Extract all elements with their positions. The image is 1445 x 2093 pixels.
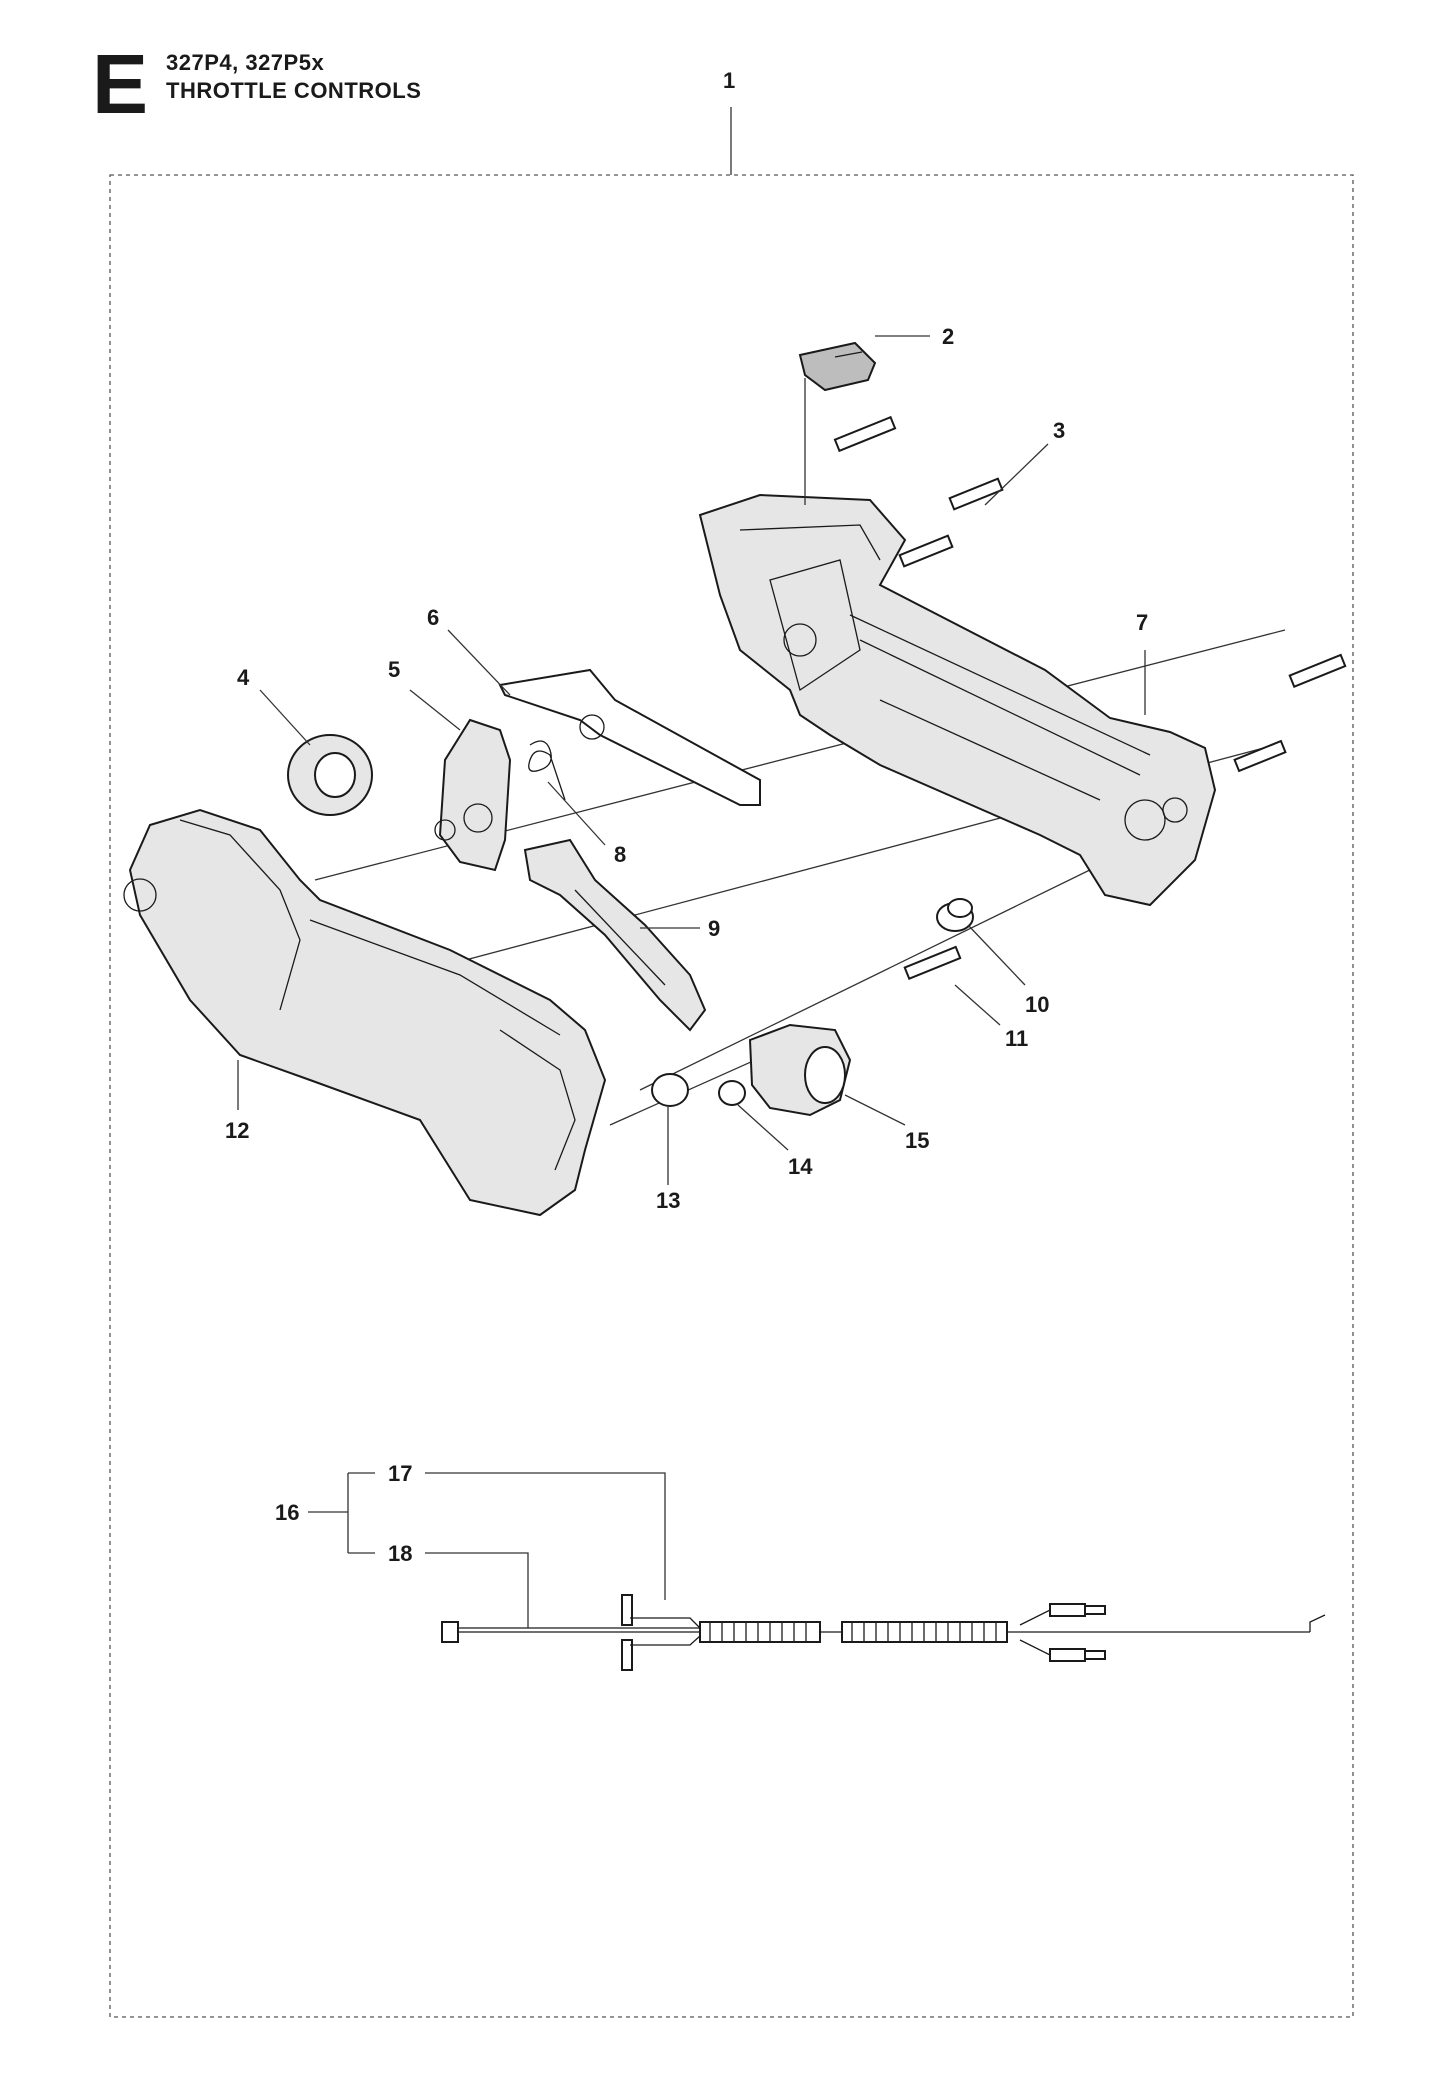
callout-9: 9 — [708, 916, 720, 941]
callout-10: 10 — [1025, 992, 1049, 1017]
callout-12: 12 — [225, 1118, 249, 1143]
callout-7: 7 — [1136, 610, 1148, 635]
nut-part — [651, 1073, 746, 1107]
callout-13: 13 — [656, 1188, 680, 1213]
cable-holder-part — [748, 1023, 852, 1117]
section-letter: E — [92, 37, 149, 131]
cable-coil-left — [699, 1621, 821, 1643]
ring-part — [287, 734, 373, 816]
handle-housing-part — [698, 493, 1217, 907]
callout-17: 17 — [388, 1461, 412, 1486]
callout-15: 15 — [905, 1128, 929, 1153]
callout-1: 1 — [723, 68, 735, 93]
callout-labels: 1 2 3 4 5 6 7 8 9 10 11 12 13 14 15 16 1… — [225, 68, 1148, 1566]
spring-part — [528, 740, 566, 801]
callout-18: 18 — [388, 1541, 412, 1566]
bushing-part — [936, 898, 974, 932]
callout-14: 14 — [788, 1154, 813, 1179]
callout-11: 11 — [1005, 1026, 1028, 1051]
callout-4: 4 — [237, 665, 250, 690]
page-title: THROTTLE CONTROLS — [166, 78, 422, 103]
throttle-trigger-part — [523, 838, 707, 1032]
callout-8: 8 — [614, 842, 626, 867]
callout-16: 16 — [275, 1500, 299, 1525]
bracket-part — [434, 718, 512, 872]
cable-assembly-part — [441, 1594, 1326, 1671]
handle-shell-part — [123, 808, 607, 1217]
callout-6: 6 — [427, 605, 439, 630]
assembly-frame — [109, 174, 1354, 2018]
callout-5: 5 — [388, 657, 400, 682]
lever-part — [498, 668, 761, 806]
screw-parts — [833, 415, 1347, 773]
callout-2: 2 — [942, 324, 954, 349]
leader-lines — [237, 335, 1146, 1628]
callout-3: 3 — [1053, 418, 1065, 443]
bolt-part — [903, 945, 962, 980]
model-line: 327P4, 327P5x — [166, 50, 325, 75]
stop-switch-part — [798, 341, 877, 505]
